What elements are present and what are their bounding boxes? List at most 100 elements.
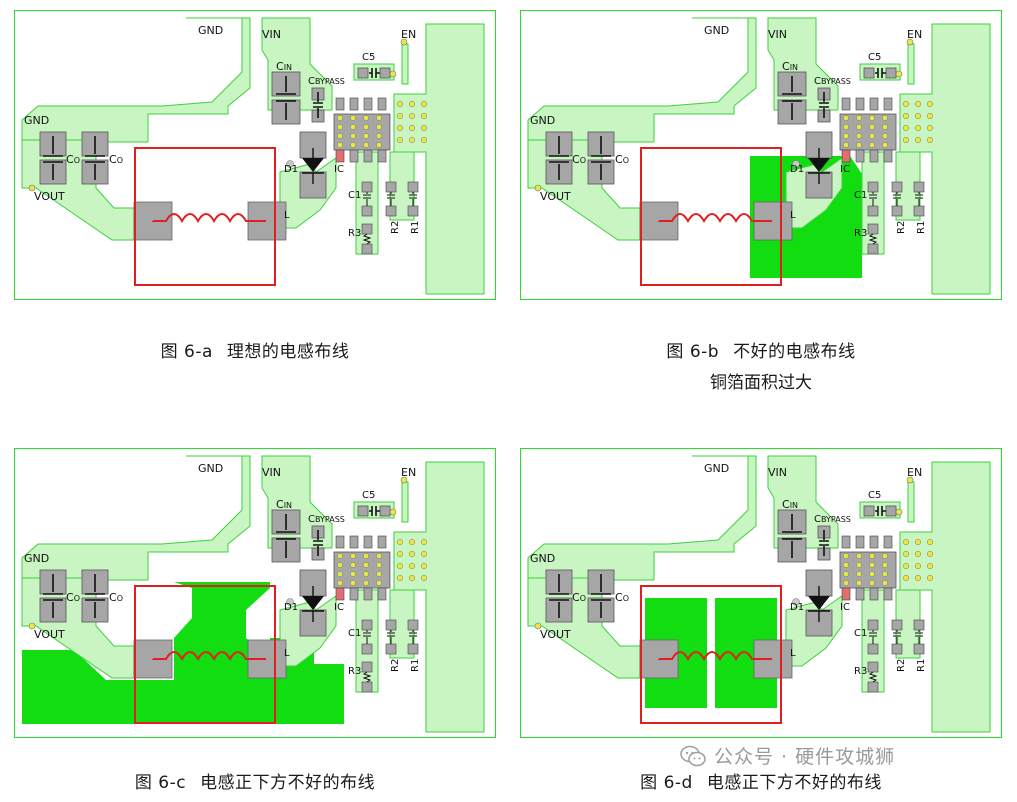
ic-thermal-via xyxy=(376,142,382,148)
part-symbol xyxy=(387,630,395,644)
label-co2-sub: O xyxy=(623,594,629,603)
ic-pin-bottom xyxy=(869,149,879,163)
ground-via xyxy=(420,562,428,570)
label-co2: C xyxy=(615,591,623,604)
ic-pin-top xyxy=(377,535,387,549)
ic-thermal-via xyxy=(869,115,875,121)
inductor-coil xyxy=(153,651,266,662)
ground-via xyxy=(926,562,934,570)
part-pad xyxy=(361,205,373,217)
ground-via xyxy=(914,574,922,582)
ic-thermal-via xyxy=(882,133,888,139)
ic-pin-bottom xyxy=(363,587,373,601)
label-r3: R3 xyxy=(854,666,867,677)
co2-symbol xyxy=(85,136,105,180)
label-co2: C xyxy=(109,591,117,604)
caption-b-sub: 铜箔面积过大 xyxy=(710,373,812,393)
ic-thermal-via xyxy=(856,124,862,130)
c5-testpoint xyxy=(389,508,397,516)
svg-text:CO: CO xyxy=(615,153,629,166)
en-trace xyxy=(401,481,409,523)
c5-symbol xyxy=(875,68,886,78)
ground-via xyxy=(420,574,428,582)
d1-via xyxy=(286,598,294,606)
inductor-coil xyxy=(153,213,266,224)
ic-thermal-via xyxy=(856,142,862,148)
ground-via xyxy=(408,124,416,132)
fb-trace-2 xyxy=(389,589,415,659)
ground-via xyxy=(408,562,416,570)
label-d1: D1 xyxy=(284,164,298,175)
c5-pad-left xyxy=(863,505,875,517)
ic-thermal-via xyxy=(363,133,369,139)
co1-symbol xyxy=(549,574,569,618)
ground-via xyxy=(396,550,404,558)
ic-pin-top xyxy=(869,535,879,549)
ic-thermal-via xyxy=(363,142,369,148)
pcb-board: GND GND VIN EN VOUT CIN CBYPASS C5 CO CO… xyxy=(14,448,496,738)
part-pad xyxy=(385,619,397,631)
label-co2: C xyxy=(615,153,623,166)
ic-pin-top xyxy=(841,97,851,111)
ic-thermal-via xyxy=(882,580,888,586)
c5-symbol xyxy=(875,506,886,516)
inductor-keepout-box xyxy=(640,585,782,724)
part-symbol xyxy=(869,630,877,644)
svg-text:CBYPASS: CBYPASS xyxy=(308,514,345,525)
ic-thermal-via xyxy=(363,562,369,568)
svg-text:CO: CO xyxy=(572,591,586,604)
ic-thermal-via xyxy=(843,115,849,121)
ic-thermal-via xyxy=(843,133,849,139)
label-vout: VOUT xyxy=(34,628,65,641)
co2-symbol xyxy=(591,574,611,618)
right-pour xyxy=(899,23,991,295)
ic-thermal-via xyxy=(337,133,343,139)
part-pad xyxy=(891,181,903,193)
part-symbol xyxy=(893,192,901,206)
ic-pin-top xyxy=(855,97,865,111)
cin-symbol xyxy=(782,76,802,120)
label-co1-sub: O xyxy=(580,594,586,603)
vout-testpoint xyxy=(534,184,542,192)
ic-pin-top xyxy=(377,97,387,111)
c5-pad-right xyxy=(379,67,391,79)
r3-pad xyxy=(867,661,879,673)
label-cbypass: C xyxy=(814,514,821,525)
via-array xyxy=(843,538,934,586)
d1-via xyxy=(286,160,294,168)
part-pad xyxy=(867,181,879,193)
svg-text:CO: CO xyxy=(615,591,629,604)
ground-via xyxy=(902,112,910,120)
en-testpoint xyxy=(400,38,408,46)
inductor-coil xyxy=(659,651,772,662)
ground-via xyxy=(420,100,428,108)
ic-thermal-via xyxy=(843,142,849,148)
label-cin: C xyxy=(782,498,790,511)
label-en: EN xyxy=(907,28,922,41)
ic-pin-bottom xyxy=(855,149,865,163)
r3-pad xyxy=(361,681,373,693)
inductor-keepout-box xyxy=(134,585,276,724)
d1-via xyxy=(792,598,800,606)
r3-pad xyxy=(867,223,879,235)
label-cin: C xyxy=(782,60,790,73)
ground-via xyxy=(902,136,910,144)
label-cbypass-sub: BYPASS xyxy=(315,515,345,524)
ground-via xyxy=(914,550,922,558)
label-en: EN xyxy=(401,28,416,41)
ic-thermal-via xyxy=(350,115,356,121)
c5-pad-right xyxy=(379,505,391,517)
panel-d: GND GND VIN EN VOUT CIN CBYPASS C5 CO CO… xyxy=(520,448,1002,738)
caption-c-text: 电感正下方不好的布线 xyxy=(200,773,376,793)
pcb-board: GND GND VIN EN VOUT CIN CBYPASS C5 CO CO… xyxy=(520,10,1002,300)
label-c1: C1 xyxy=(348,628,361,639)
c5-pad-right xyxy=(885,67,897,79)
d1-diode xyxy=(302,148,324,184)
ic-thermal-via xyxy=(869,553,875,559)
ic-thermal-via xyxy=(856,571,862,577)
cbypass-symbol xyxy=(313,530,323,556)
inductor-l xyxy=(133,201,287,241)
part-symbol xyxy=(409,192,417,206)
ground-via xyxy=(396,574,404,582)
label-r2: R2 xyxy=(896,221,907,234)
